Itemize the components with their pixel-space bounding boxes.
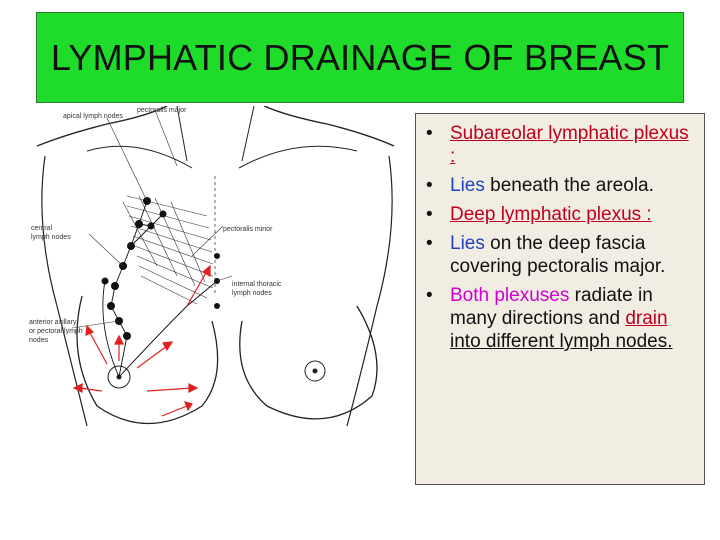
bullet-dot-icon: •: [426, 204, 433, 225]
left-areola: [107, 365, 131, 389]
breast-lymphatic-diagram: pectoralis major apical lymph nodes cent…: [27, 106, 404, 438]
bullet-deep-plexus: • Deep lymphatic plexus :: [426, 203, 698, 226]
label-central-2: lymph nodes: [31, 234, 71, 241]
bullet-dot-icon: •: [426, 175, 433, 196]
label-anterior-1: anterior axillary: [29, 319, 77, 326]
arm-right: [346, 155, 393, 427]
torso-outline: [36, 106, 395, 147]
lymph-vessels: [102, 200, 218, 378]
slide-title: LYMPHATIC DRAINAGE OF BREAST: [50, 36, 670, 78]
bullet-5-tail: into different lymph nodes.: [450, 331, 673, 352]
bullet-5-drain: drain: [625, 308, 668, 329]
clavicle-right: [238, 145, 358, 169]
label-anterior-3: nodes: [29, 337, 49, 344]
bullet-lies-fascia: • Lies on the deep fascia covering pecto…: [426, 232, 698, 278]
bullet-5-keyword: Both plexuses: [450, 285, 570, 306]
label-internal-thoracic-1: internal thoracic: [232, 281, 282, 288]
lymph-nodes: [101, 197, 220, 340]
label-internal-thoracic-2: lymph nodes: [232, 290, 272, 297]
bullet-dot-icon: •: [426, 233, 433, 254]
label-anterior-2: or pectoral lymph: [29, 328, 83, 335]
bullet-list: • Subareolar lymphatic plexus : • Lies b…: [426, 122, 698, 353]
neck-left: [176, 106, 188, 162]
bullet-subareolar: • Subareolar lymphatic plexus :: [426, 122, 698, 168]
bullet-2-text: beneath the areola.: [484, 175, 654, 196]
right-nipple: [312, 368, 318, 374]
bullet-4-text: on the deep fascia covering pectoralis m…: [450, 233, 666, 277]
label-pectoralis-major: pectoralis major: [137, 107, 187, 114]
bullet-4-keyword: Lies: [450, 233, 485, 254]
bullet-both-plexuses: • Both plexuses radiate in many directio…: [426, 284, 698, 353]
bullet-2-keyword: Lies: [450, 175, 485, 196]
neck-right: [241, 106, 255, 162]
diagram-svg: pectoralis major apical lymph nodes cent…: [29, 106, 395, 427]
right-areola: [304, 360, 326, 382]
text-panel: • Subareolar lymphatic plexus : • Lies b…: [415, 113, 705, 485]
bullet-dot-icon: •: [426, 123, 433, 144]
bullet-3-heading: Deep lymphatic plexus :: [450, 204, 652, 225]
label-pectoralis-minor: pectoralis minor: [223, 226, 273, 233]
pectoralis-muscle-fibers: [122, 195, 214, 305]
bullet-lies-areola: • Lies beneath the areola.: [426, 174, 698, 197]
right-breast-outline: [239, 305, 378, 420]
title-banner: LYMPHATIC DRAINAGE OF BREAST: [36, 12, 684, 103]
bullet-5-text: radiate in many directions and: [450, 285, 653, 329]
drainage-arrows: [72, 264, 211, 417]
label-apical-nodes: apical lymph nodes: [63, 113, 123, 120]
bullet-dot-icon: •: [426, 285, 433, 306]
label-central-1: central: [31, 225, 52, 232]
clavicle-left: [86, 145, 193, 169]
bullet-1-heading: Subareolar lymphatic plexus :: [450, 123, 689, 167]
label-leaders: [71, 109, 233, 329]
left-breast-outline: [76, 295, 219, 425]
